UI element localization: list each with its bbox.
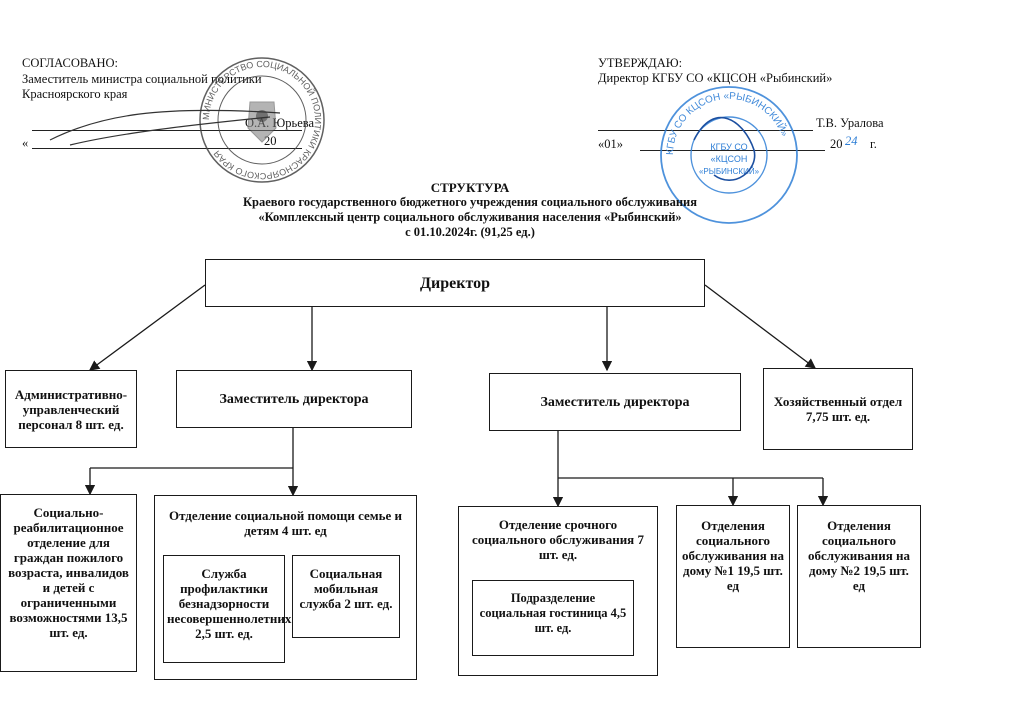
- approve-year-prefix: 20: [830, 137, 843, 151]
- home-service-2-box: Отделения социального обслуживания на до…: [797, 505, 921, 648]
- approve-year-suffix: 24: [845, 134, 858, 148]
- agreed-date-quote: «: [22, 136, 29, 150]
- agreed-signature-line: [32, 130, 302, 131]
- director-box: Директор: [205, 259, 705, 307]
- approve-date-day: «01»: [598, 137, 623, 151]
- agreed-label: СОГЛАСОВАНО:: [22, 56, 119, 70]
- home-service-1-box: Отделения социального обслуживания на до…: [676, 505, 790, 648]
- rehab-dept-box: Социально-реабилитационное отделение для…: [0, 494, 137, 672]
- svg-text:КГБУ СО: КГБУ СО: [710, 142, 747, 152]
- kcson-seal: КГБУ СО КЦСОН «РЫБИНСКИЙ» КГБУ СО «КЦСОН…: [660, 86, 798, 224]
- agreed-date-line: [32, 148, 302, 149]
- urgent-dept-label: Отделение срочного социального обслужива…: [472, 517, 644, 562]
- doc-title-center: «Комплексный центр социального обслужива…: [258, 210, 682, 224]
- approve-signer: Т.В. Уралова: [816, 116, 884, 130]
- agreed-position: Заместитель министра социальной политики: [22, 72, 262, 86]
- prevention-service-box: Служба профилактики безнадзорности несов…: [163, 555, 291, 663]
- mobile-service-box: Социальная мобильная служба 2 шт. ед.: [292, 555, 400, 638]
- svg-text:«КЦСОН: «КЦСОН: [711, 154, 748, 164]
- approve-signature-line: [598, 130, 813, 131]
- doc-title-date: с 01.10.2024г. (91,25 ед.): [405, 225, 535, 239]
- doc-title: СТРУКТУРА: [430, 180, 510, 195]
- admin-staff-box: Административно-управленческий персонал …: [5, 370, 137, 448]
- economic-dept-box: Хозяйственный отдел 7,75 шт. ед.: [763, 368, 913, 450]
- approve-label: УТВЕРЖДАЮ:: [598, 56, 683, 70]
- approve-year-end: г.: [870, 137, 877, 151]
- svg-text:«РЫБИНСКИЙ»: «РЫБИНСКИЙ»: [699, 167, 760, 176]
- doc-title-org: Краевого государственного бюджетного учр…: [242, 195, 697, 209]
- deputy-director-2-box: Заместитель директора: [489, 373, 741, 431]
- agreed-signature: [49, 109, 281, 146]
- deputy-director-1-box: Заместитель директора: [176, 370, 412, 428]
- family-dept-label: Отделение социальной помощи семье и детя…: [168, 508, 403, 538]
- agreed-region: Красноярского края: [22, 87, 128, 101]
- approve-position: Директор КГБУ СО «КЦСОН «Рыбинский»: [598, 71, 833, 85]
- approve-date-line: [640, 150, 825, 151]
- social-hotel-box: Подразделение социальная гостиница 4,5 ш…: [472, 580, 634, 656]
- ministry-seal: МИНИСТЕРСТВО СОЦИАЛЬНОЙ ПОЛИТИКИ КРАСНОЯ…: [199, 57, 325, 183]
